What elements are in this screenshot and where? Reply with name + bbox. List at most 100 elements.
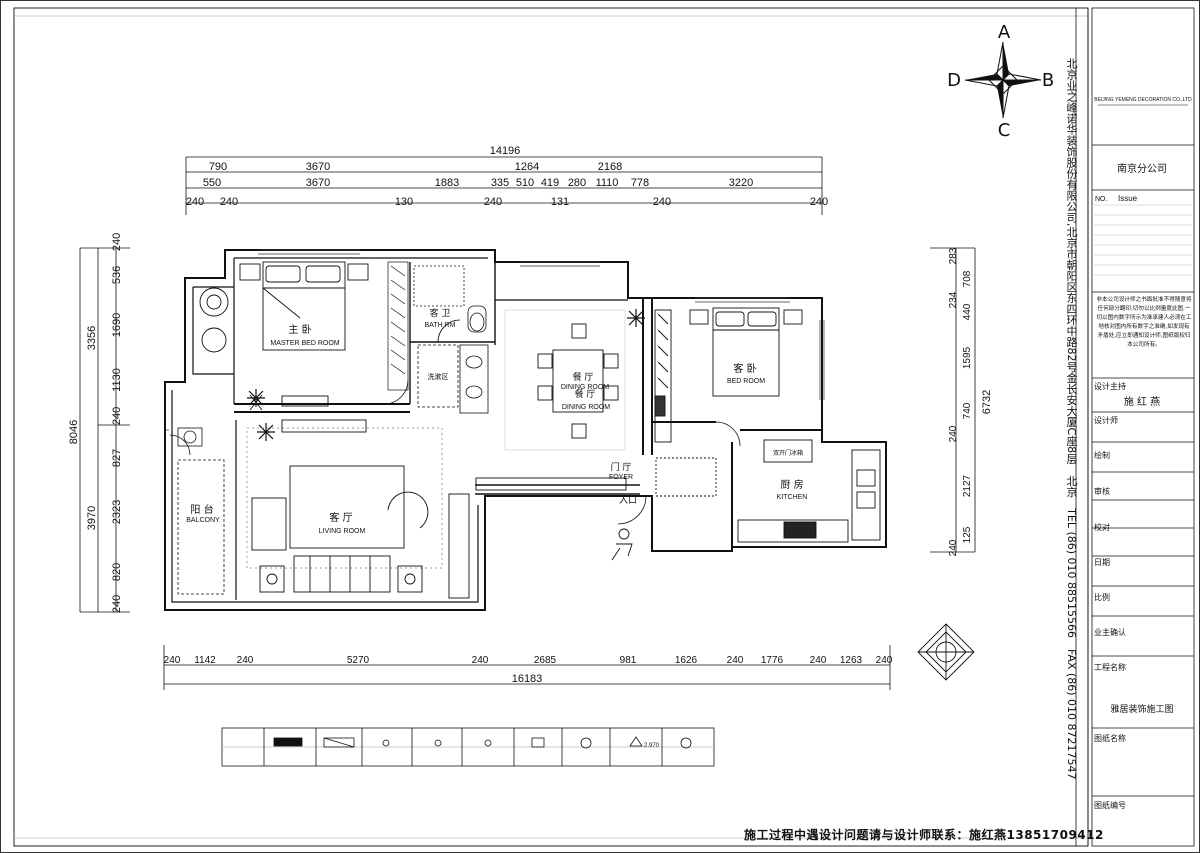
dimension-label: 820: [111, 563, 123, 581]
dimension-label: 3670: [306, 177, 330, 189]
client-label: 业主确认: [1094, 627, 1126, 637]
dimension-label: 240: [948, 539, 959, 556]
dining-set: [504, 309, 626, 451]
dimension-label: 125: [962, 526, 973, 543]
dimension-label: 3670: [306, 161, 330, 173]
drawing-name-label: 图纸名称: [1094, 733, 1126, 743]
dimension-label: 240: [111, 233, 123, 251]
dimension-label: 240: [484, 196, 502, 208]
project-name: 雅居装饰施工图: [1110, 703, 1173, 715]
dimension-label: 2323: [111, 500, 123, 524]
issue-no: NO.: [1095, 196, 1108, 203]
dimension-label: 3220: [729, 177, 753, 189]
dimension-label: 280: [568, 177, 586, 189]
dimension-label: 536: [111, 266, 123, 284]
plant-icons: [247, 309, 645, 441]
company-en: BEIJING YEMENG DECORATION CO.,LTD: [1094, 97, 1192, 103]
dimension-label: 790: [209, 161, 227, 173]
entrance-label: 入口: [619, 495, 637, 506]
compass-w: D: [947, 70, 961, 91]
proof-label: 校对: [1094, 522, 1110, 532]
dimension-label: 5270: [347, 655, 370, 666]
date-label: 日期: [1094, 558, 1110, 567]
right-dimension-lines: [930, 247, 976, 553]
dimension-label: 240: [237, 655, 254, 666]
dimension-label: 240: [876, 655, 893, 666]
walls: [164, 249, 887, 611]
dim-top-row1: 790 3670 1264 2168: [209, 161, 622, 173]
dimension-label: 419: [541, 177, 559, 189]
drawing-no-label: 图纸编号: [1094, 800, 1126, 810]
room-dining-cn: 餐 厅: [573, 371, 594, 383]
ruler-ticks: [14, 15, 1088, 839]
dimension-label: 3970: [86, 506, 98, 530]
dimension-label: 1776: [761, 655, 784, 666]
dimension-label: 3356: [86, 326, 98, 350]
scale-label: 比例: [1094, 592, 1110, 602]
dimension-label: 1263: [840, 655, 863, 666]
dim-right-total: 6732: [981, 390, 993, 414]
room-dining-en: DINING ROOM: [561, 384, 609, 391]
issue-label: Issue: [1118, 194, 1138, 203]
wardrobe: [387, 261, 409, 391]
dim-top-total: 14196: [490, 145, 521, 157]
dim-bottom-total: 16183: [512, 673, 543, 685]
fridge-label: 双开门冰箱: [773, 449, 803, 457]
top-dimension-lines: [185, 156, 823, 215]
symbol-legend-table: [221, 727, 715, 767]
room-balcony-en: BALCONY: [186, 517, 220, 524]
compass-s: C: [998, 120, 1011, 141]
entrance-person-icon: [611, 528, 633, 561]
review-label: 审核: [1094, 486, 1110, 496]
room-bath-en: BATH RM: [425, 322, 456, 329]
room-master-cn: 主 卧: [288, 323, 311, 336]
branch-name: 南京分公司: [1117, 162, 1167, 175]
dimension-label: 240: [653, 196, 671, 208]
room-kitchen-en: KITCHEN: [777, 494, 808, 501]
dimension-label: 1110: [596, 177, 619, 189]
room-dining2-en: DINING ROOM: [562, 404, 610, 411]
designer-head: 施 红 燕: [1124, 395, 1160, 408]
dim-left-total: 8046: [68, 420, 80, 444]
dimension-label: 234: [948, 291, 959, 308]
dimension-label: 981: [620, 655, 637, 666]
compass-n: A: [998, 22, 1011, 43]
dimension-label: 440: [962, 303, 973, 320]
dimension-label: 708: [962, 270, 973, 287]
dimension-label: 2127: [962, 474, 973, 497]
foyer-shoe-cabinet: [475, 477, 627, 491]
balcony-fixtures: [177, 427, 225, 595]
dimension-label: 1264: [515, 161, 539, 173]
dimension-label: 240: [164, 655, 181, 666]
room-bath-cn: 客 卫: [430, 307, 451, 319]
dimension-label: 778: [631, 177, 649, 189]
dimension-label: 550: [203, 177, 221, 189]
dimension-label: 240: [948, 425, 959, 442]
bottom-dimension-lines: [163, 645, 891, 690]
dimension-label: 1595: [962, 346, 973, 369]
dimension-label: 240: [111, 407, 123, 425]
dimension-label: 510: [516, 177, 534, 189]
left-dimension-lines: [79, 247, 130, 613]
dimension-label: 1626: [675, 655, 698, 666]
room-living-cn: 客 厅: [329, 511, 352, 524]
compass-e: B: [1042, 70, 1054, 91]
designer-head-label: 设计主持: [1094, 381, 1126, 391]
dimension-label: 240: [111, 595, 123, 613]
guest-bed: [654, 307, 803, 443]
dimension-label: 740: [962, 402, 973, 419]
dim-left-mid: 3356 3970: [86, 326, 98, 530]
living-furniture: [246, 419, 470, 599]
room-living-en: LIVING ROOM: [319, 528, 366, 535]
room-foyer-cn: 门 厅: [611, 461, 632, 473]
dimension-label: 1883: [435, 177, 459, 189]
dimension-label: 2168: [598, 161, 622, 173]
dimension-label: 240: [810, 196, 828, 208]
dimension-label: 827: [111, 449, 123, 467]
